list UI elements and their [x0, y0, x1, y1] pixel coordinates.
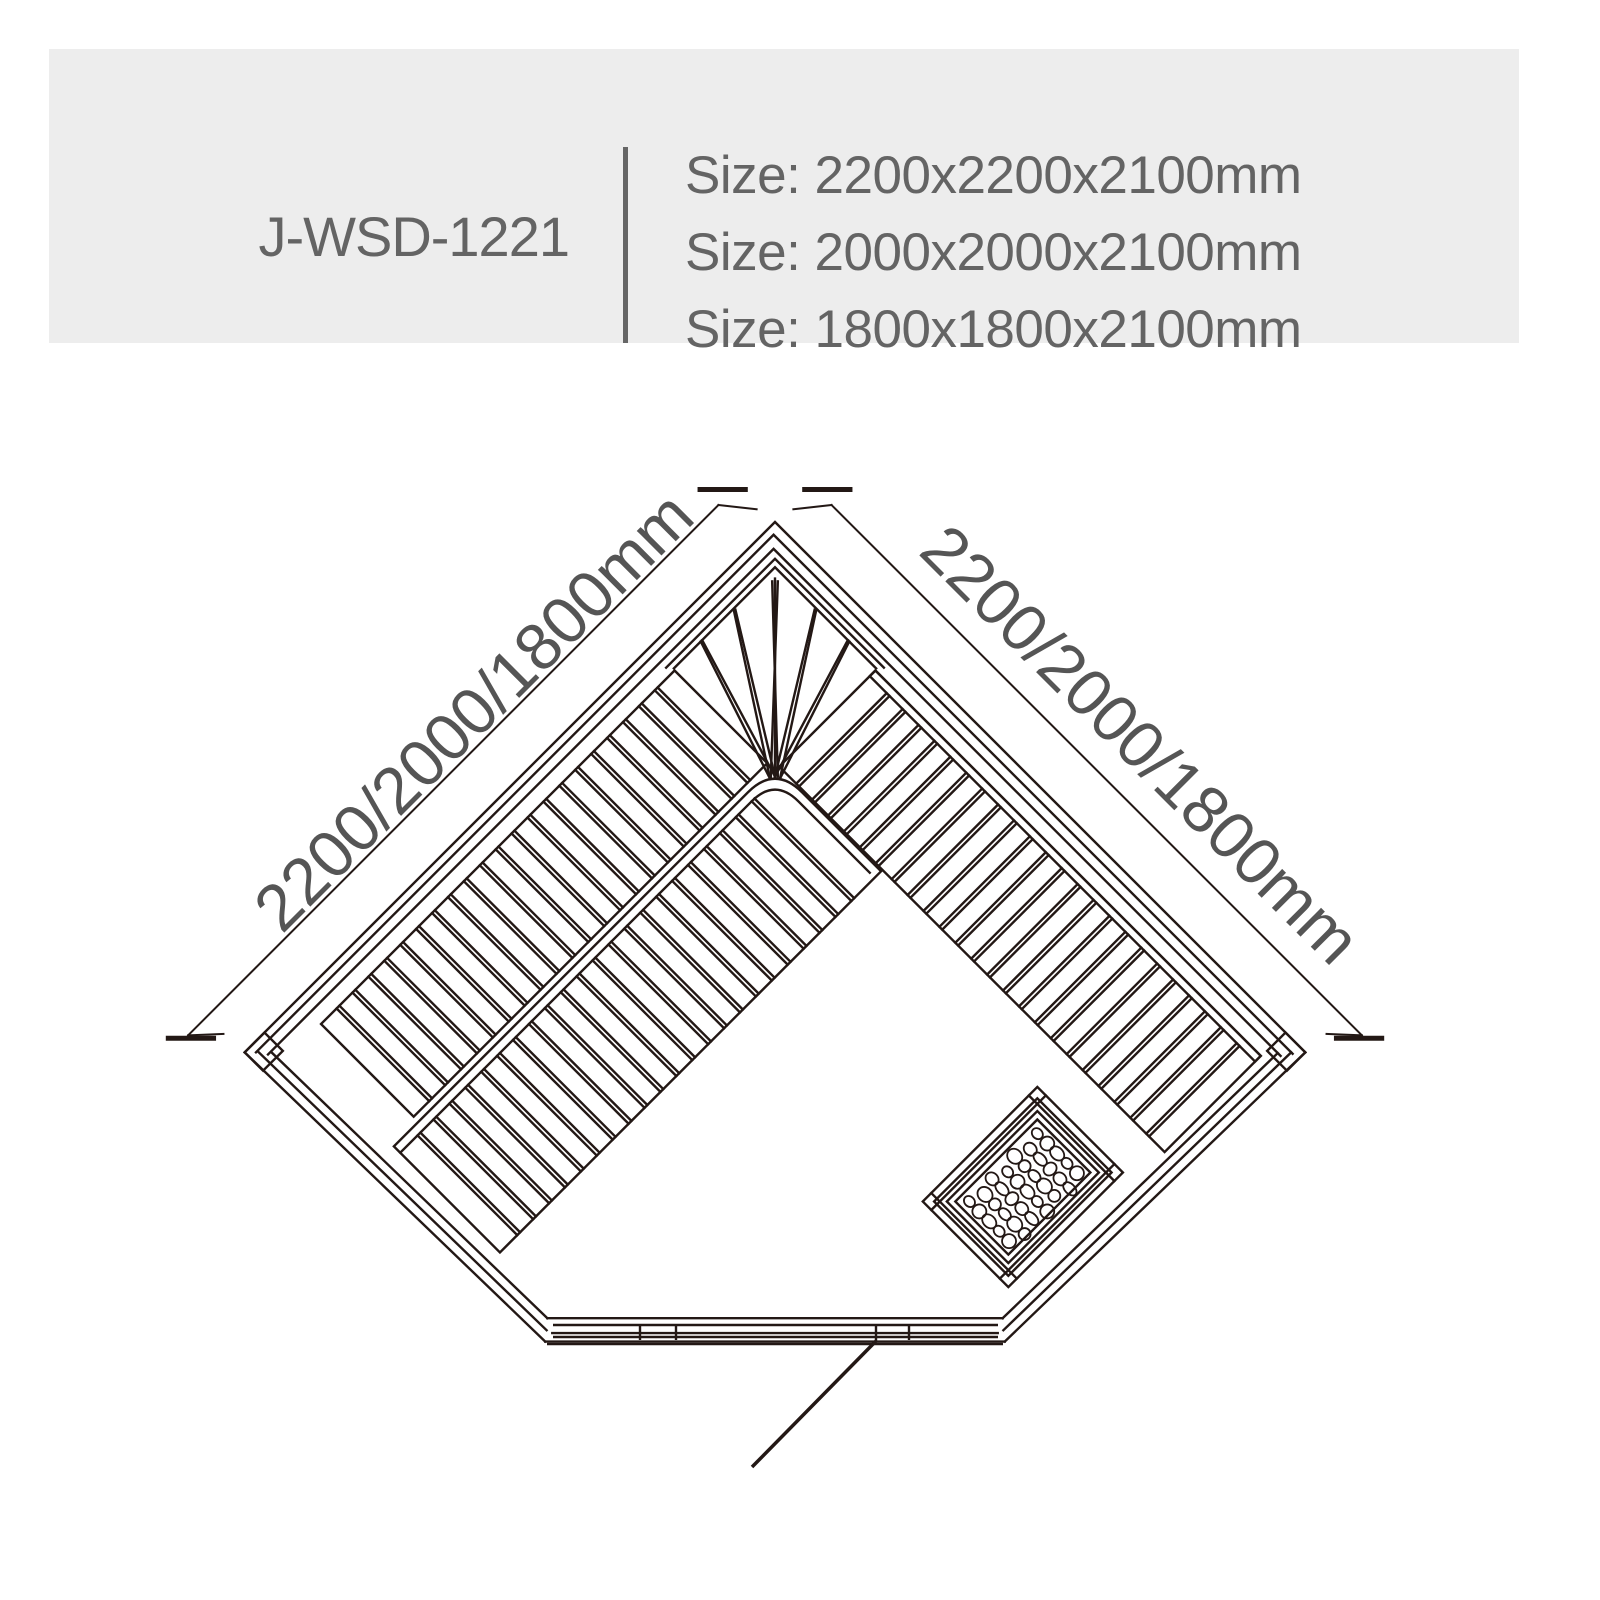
- outer-walls: [242, 520, 1308, 1344]
- model-code: J-WSD-1221: [258, 205, 570, 268]
- dimension-lines: [165, 486, 1385, 1041]
- size-option-2000: Size: 2000x2000x2100mm: [685, 223, 1302, 282]
- header-divider: [623, 147, 628, 343]
- heater-with-stones: [921, 1085, 1125, 1289]
- size-option-2200: Size: 2200x2200x2100mm: [685, 146, 1302, 205]
- size-list: Size: 2200x2200x2100mm Size: 2000x2000x2…: [685, 137, 1302, 368]
- glass-door: [547, 1323, 1003, 1469]
- corner-fan-backrest: [664, 557, 886, 781]
- right-dimension-label: 2200/2000/1800mm: [907, 511, 1374, 978]
- left-dimension-label: 2200/2000/1800mm: [240, 477, 707, 944]
- size-option-1800: Size: 1800x1800x2100mm: [685, 300, 1302, 359]
- spec-header-panel: J-WSD-1221 Size: 2200x2200x2100mm Size: …: [49, 49, 1519, 359]
- door-swing-line: [750, 1338, 879, 1469]
- front-wall-with-door: [543, 1317, 1007, 1343]
